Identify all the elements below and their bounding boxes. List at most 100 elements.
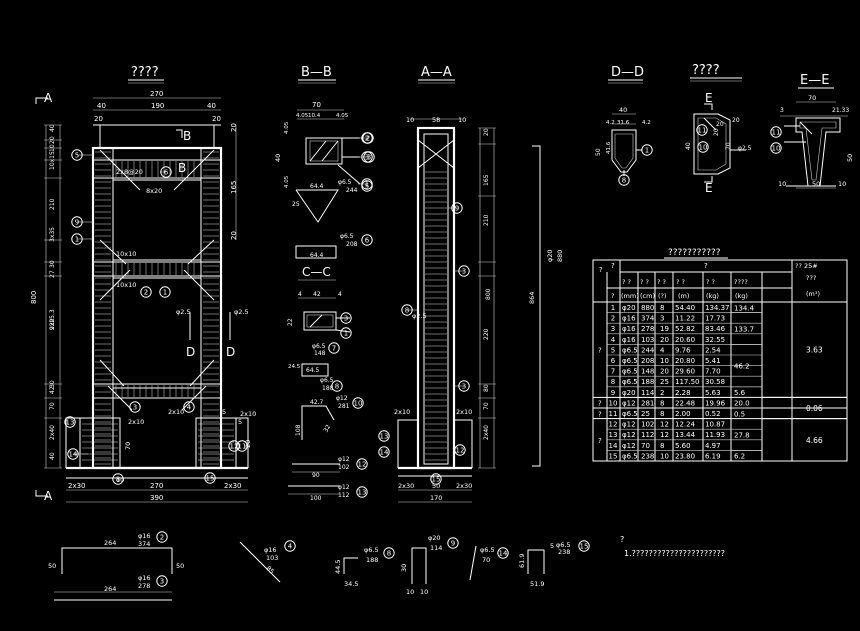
aa-dim-right-7: 2x40 [483,425,490,440]
table-cell-len: 278 [641,325,654,333]
callout-number: 9 [455,205,459,213]
table-cell-len: 103 [641,336,654,344]
section-bb: 70 4.05 10.4 4.05 4.05 40 4.05 64.4 φ6.5… [274,101,373,502]
front-dim-bottom-total: 390 [150,494,163,502]
callout-number: 14 [380,449,389,457]
bar-callout-6: 6 [361,234,373,246]
front-dim-left-4: 210 [49,198,56,210]
callout-number: 1 [344,330,348,338]
front-view-title: ???? [131,65,159,80]
bar-callout-10: 10 [697,141,709,153]
table-cell-count: 3 [660,315,664,323]
bar3-len: 278 [138,582,150,590]
callout-circle [697,141,709,153]
bar-callout-3: 3 [363,151,375,163]
aa-dim-right-4: 220 [483,328,490,340]
callout-circle [770,126,782,138]
bar15-dim-0: 51.9 [530,580,544,588]
table-cell-len: 114 [641,389,655,397]
callout-number: 3 [462,383,466,391]
callout-number: 13 [358,489,367,497]
callout-circle [770,142,782,154]
aa-dim-bottom-1: 50 [432,482,440,490]
table-cell-total: 23.80 [675,452,695,460]
section-bb-title: B—B [301,65,332,80]
table-cell-no: 10 [609,399,618,407]
aa-side-small-0: 2x10 [394,408,410,416]
section-marker-d-right: D [226,345,235,359]
table-cell-len: 25 [641,410,650,418]
cc-dim-top: 42 [313,291,321,298]
table-cell-no: 11 [609,410,618,418]
front-dim-top-left: 40 [97,102,106,110]
aa-dim-right-0: 20 [483,128,490,136]
front-dim-left-12: 70 [49,402,56,410]
callout-number: 5 [75,152,79,160]
table-cell-count: 25 [660,378,669,386]
table-subtotal-4: 20.0 [734,400,750,408]
table-group-label: ? [598,400,602,408]
table-cell-count: 12 [660,421,669,429]
bar9-dim-1: 10 [406,588,414,596]
bar2-dim-1: 50 [48,562,56,570]
callout-number: 1 [75,236,79,244]
bar-callout-1: 1 [71,233,93,245]
front-dim-left-total: 800 [30,291,38,304]
table-header-unit-3: (?) [658,292,667,300]
table-volume-0: 3.63 [806,346,823,355]
callout-circle [67,448,79,460]
note-title: ? [620,535,624,544]
front-small-7: 20 [244,440,252,448]
callout-number: 11 [698,127,707,135]
table-volume-1: 0.06 [806,404,823,413]
bar15-dim-2: 5 [550,542,554,550]
callout-circle [447,537,459,549]
bar-shapes-bottom: 264 50 50 φ16 374 264 φ16 278 φ16 103 85… [48,531,590,601]
detail-side-0: 40 [685,142,692,150]
ee-dim-vert-0: 50 [846,154,854,162]
notes: ? 1.?????????????????????? [620,535,725,558]
bb-dim-left-0: 4.05 [284,121,290,134]
table-cell-total: 13.44 [675,431,696,439]
callout-circle [140,286,152,298]
table-cell-len: 70 [641,442,650,450]
bar-callout-5: 5 [361,180,373,192]
front-dim-right-0: 20 [230,123,238,132]
bar15-dia: φ6.5 [556,541,571,549]
bar-callout-14: 14 [497,547,509,559]
bar3-dim-0: 264 [104,585,116,593]
bar-callout-9: 9 [448,202,463,214]
table-header-c2: ? [611,262,615,270]
bar-callout-4: 4 [183,401,195,413]
bar4-dia: φ16 [264,546,277,554]
callout-circle [129,401,141,413]
bb-dim-top-0: 4.05 [296,113,309,119]
callout-circle [641,144,653,156]
table-cell-count: 19 [660,325,669,333]
bb-dim-top-4: 4.05 [336,113,349,119]
table-subtotal-3: 5.6 [734,389,746,397]
callout-number: 5 [365,183,369,191]
bar8b-len: 188 [366,556,378,564]
callout-number: 15 [206,475,215,483]
bar-callout-11: 11 [770,126,782,138]
table-header-unit-1: (mm) [621,292,639,300]
bar15-dim-1: 61.9 [518,554,526,568]
bar8b-dim-1: 44.5 [334,560,342,574]
callout-circle [328,342,340,354]
front-dim-left-8: 220 [49,318,56,330]
front-small-4: 5 [238,418,242,426]
table-cell-no: 2 [611,315,615,323]
aa-dim-right-6: 70 [483,402,490,410]
table-cell-no: 14 [609,442,618,450]
table-cell-dia: φ16 [622,325,636,333]
bar-callout-4: 4 [284,540,296,552]
table-cell-dia: φ6.5 [622,346,638,354]
bb-bar7-len: 148 [314,350,326,357]
table-cell-dia: φ16 [622,336,636,344]
bar-callout-3: 3 [129,401,141,413]
callout-number: 9 [451,540,455,548]
callout-number: 12 [456,447,465,455]
bar-callout-8: 8 [112,473,124,485]
